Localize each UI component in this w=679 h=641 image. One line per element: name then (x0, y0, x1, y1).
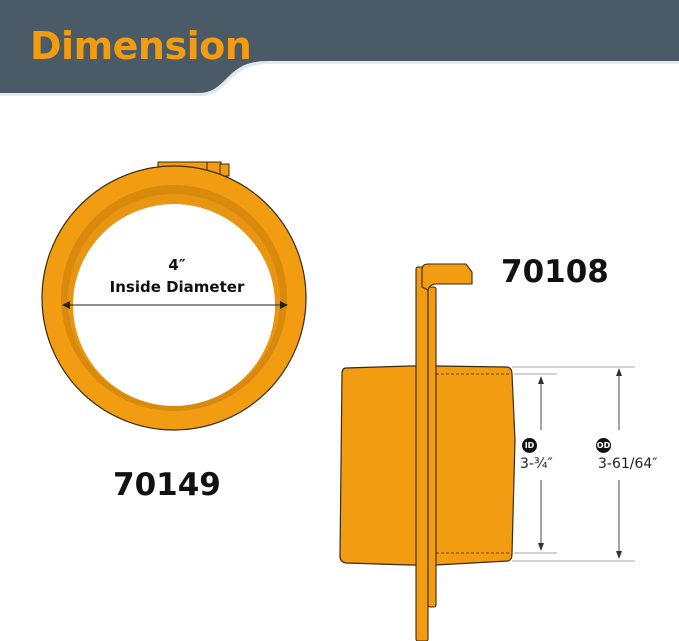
header-banner (0, 0, 679, 96)
part-number-70108: 70108 (501, 254, 609, 290)
inside-diameter-label: Inside Diameter (109, 278, 245, 296)
ring-70149-illustration (41, 161, 307, 431)
od-badge-icon: OD (596, 438, 611, 453)
inner-diameter-value: 3-¾″ (520, 456, 553, 472)
outer-diameter-value: 3-61/64″ (598, 456, 658, 472)
part-number-70149: 70149 (113, 467, 221, 503)
dimension-lines (512, 366, 635, 562)
id-badge-icon: ID (522, 438, 537, 453)
page-title: Dimension (30, 24, 252, 68)
reducer-70108-illustration (339, 263, 516, 641)
inside-diameter-value: 4″ (168, 256, 186, 274)
